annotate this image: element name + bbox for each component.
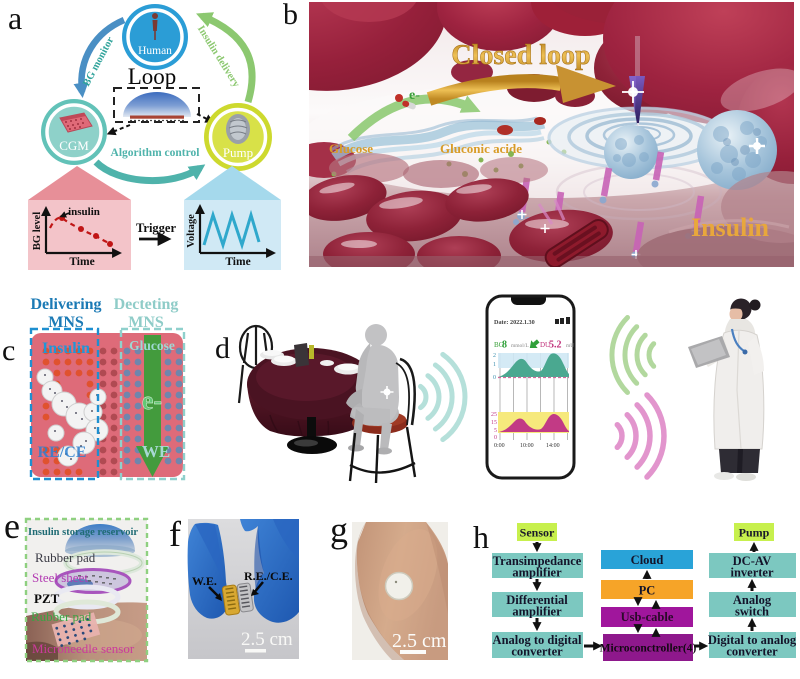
svg-text:insulin: insulin bbox=[68, 206, 100, 218]
svg-text:0:00: 0:00 bbox=[494, 443, 505, 449]
svg-text:Microconctroller(4): Microconctroller(4) bbox=[600, 643, 697, 655]
svg-text:e: e bbox=[4, 506, 20, 546]
svg-text:BG level: BG level bbox=[32, 212, 43, 250]
svg-text:Closed loop: Closed loop bbox=[451, 40, 590, 71]
svg-text:BG: BG bbox=[494, 341, 504, 349]
svg-text:RE/CE: RE/CE bbox=[38, 444, 87, 461]
svg-text:e-: e- bbox=[409, 88, 420, 103]
svg-text:0: 0 bbox=[493, 375, 496, 381]
svg-text:mmol/L: mmol/L bbox=[511, 343, 529, 349]
svg-text:Glucose: Glucose bbox=[129, 338, 175, 353]
svg-text:Voltage: Voltage bbox=[186, 214, 197, 248]
svg-text:14:00: 14:00 bbox=[546, 443, 560, 449]
svg-text:Steel sheet: Steel sheet bbox=[32, 570, 88, 585]
svg-text:d: d bbox=[215, 332, 230, 365]
svg-text:Gluconic acide: Gluconic acide bbox=[440, 141, 522, 156]
svg-text:amplifier: amplifier bbox=[512, 566, 562, 580]
svg-text:DU: DU bbox=[540, 341, 550, 349]
svg-text:e-: e- bbox=[142, 386, 162, 415]
svg-text:Sensor: Sensor bbox=[520, 526, 555, 540]
svg-text:b: b bbox=[283, 0, 298, 31]
svg-text:a: a bbox=[8, 0, 22, 36]
svg-text:Pump: Pump bbox=[223, 145, 253, 160]
svg-text:Insulin: Insulin bbox=[42, 340, 90, 357]
svg-text:Digital to analog: Digital to analog bbox=[708, 633, 797, 647]
svg-text:Usb-cable: Usb-cable bbox=[621, 610, 674, 624]
svg-text:c: c bbox=[2, 334, 15, 367]
svg-text:5.2: 5.2 bbox=[549, 340, 562, 351]
svg-text:1: 1 bbox=[493, 362, 496, 368]
svg-text:Algorithm control: Algorithm control bbox=[111, 147, 200, 159]
svg-text:MNS: MNS bbox=[128, 314, 164, 331]
svg-text:Glucose: Glucose bbox=[329, 141, 373, 156]
svg-text:converter: converter bbox=[726, 645, 778, 659]
svg-text:DC-AV: DC-AV bbox=[733, 554, 772, 568]
svg-text:Analog to digital: Analog to digital bbox=[493, 633, 582, 647]
svg-text:Date: 2022.1.30: Date: 2022.1.30 bbox=[494, 319, 535, 326]
svg-text:PZT: PZT bbox=[34, 591, 60, 606]
svg-text:Insulin storage reservoir: Insulin storage reservoir bbox=[28, 527, 138, 538]
svg-text:Transimpedance: Transimpedance bbox=[493, 554, 582, 568]
svg-text:10:00: 10:00 bbox=[520, 443, 534, 449]
svg-text:Differential: Differential bbox=[506, 593, 568, 607]
svg-text:Trigger: Trigger bbox=[136, 221, 176, 235]
svg-text:switch: switch bbox=[735, 605, 769, 619]
svg-text:g: g bbox=[330, 510, 348, 550]
svg-text:amplifier: amplifier bbox=[512, 605, 562, 619]
svg-text:Analog: Analog bbox=[733, 593, 772, 607]
svg-text:2: 2 bbox=[493, 353, 496, 359]
svg-text:f: f bbox=[169, 514, 181, 554]
svg-text:15: 15 bbox=[491, 420, 497, 426]
svg-text:WE: WE bbox=[142, 442, 170, 461]
svg-text:Human: Human bbox=[138, 45, 172, 57]
svg-text:Pump: Pump bbox=[739, 526, 770, 540]
svg-text:Insulin: Insulin bbox=[691, 213, 770, 242]
svg-text:Rubber pad: Rubber pad bbox=[31, 609, 92, 624]
svg-text:inverter: inverter bbox=[730, 566, 773, 580]
svg-text:R.E./C.E.: R.E./C.E. bbox=[244, 569, 293, 583]
svg-text:Time: Time bbox=[225, 256, 250, 268]
svg-text:Decteting: Decteting bbox=[114, 296, 179, 313]
svg-text:Cloud: Cloud bbox=[631, 553, 664, 567]
svg-text:5: 5 bbox=[494, 428, 497, 434]
svg-text:converter: converter bbox=[511, 645, 563, 659]
svg-text:Time: Time bbox=[69, 256, 94, 268]
svg-text:2.5 cm: 2.5 cm bbox=[241, 629, 293, 650]
svg-text:h: h bbox=[473, 519, 489, 555]
svg-text:CGM: CGM bbox=[59, 138, 89, 153]
svg-text:8: 8 bbox=[502, 340, 507, 351]
svg-text:mU: mU bbox=[566, 343, 574, 349]
svg-text:Microneedle sensor: Microneedle sensor bbox=[32, 641, 135, 656]
svg-text:MNS: MNS bbox=[48, 314, 84, 331]
svg-text:Loop: Loop bbox=[128, 64, 177, 89]
svg-text:PC: PC bbox=[639, 584, 656, 598]
svg-text:2.5 cm: 2.5 cm bbox=[392, 630, 447, 652]
svg-text:W.E.: W.E. bbox=[192, 574, 217, 588]
svg-text:Delivering: Delivering bbox=[30, 296, 101, 313]
svg-text:Rubber pad: Rubber pad bbox=[35, 550, 96, 565]
svg-text:25: 25 bbox=[491, 412, 497, 418]
svg-text:0: 0 bbox=[494, 435, 497, 441]
